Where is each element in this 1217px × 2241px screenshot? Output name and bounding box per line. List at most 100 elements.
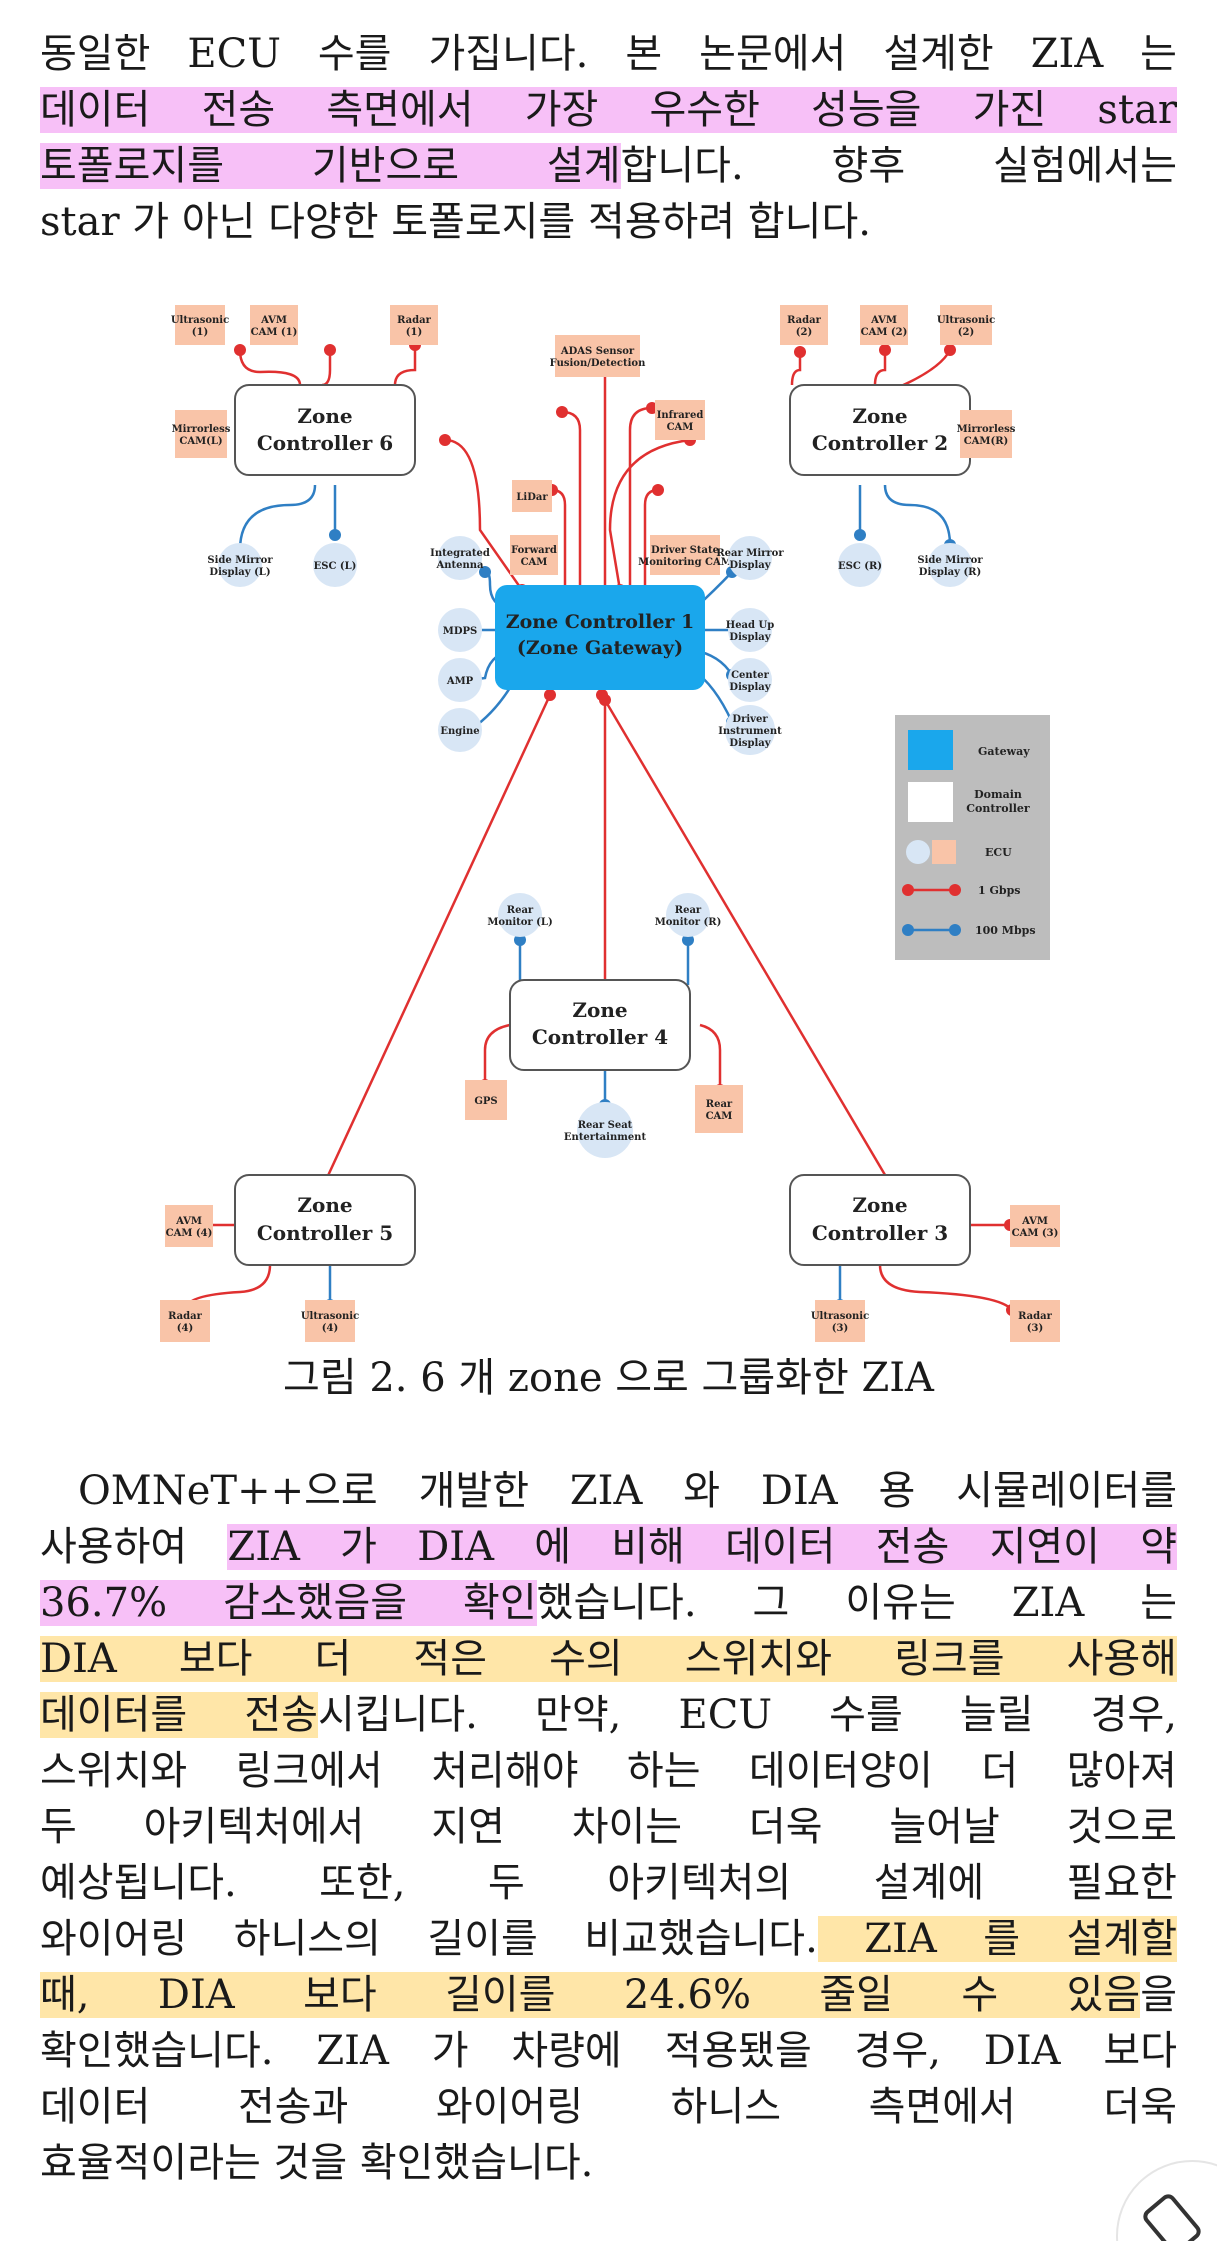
ecu-square <box>555 335 640 377</box>
ecu-label: Mirrorless <box>957 424 1016 435</box>
ecu-label: Infrared <box>657 410 704 421</box>
ecu-label: (2) <box>796 327 812 338</box>
ecu-node-esc-r: ESC (R) <box>838 543 882 587</box>
ecu-label: Display (L) <box>209 567 270 578</box>
ecu-square <box>165 1205 213 1247</box>
zone-controller-3: Zone Controller 3 <box>789 1174 971 1266</box>
ecu-node-ultrasonic4: Ultrasonic(4) <box>301 1300 359 1342</box>
gateway-node: Zone Controller 1 (Zone Gateway) <box>495 585 705 690</box>
legend: Gateway Domain Controller ECU 1 Gbps 100… <box>895 715 1050 960</box>
ecu-label: Display <box>729 560 771 571</box>
ecu-circle <box>438 658 482 702</box>
ecu-node-gps: GPS <box>465 1080 507 1120</box>
text-line-content: OMNeT++으로 개발한 ZIA 와 DIA 용 시뮬레이터를 <box>78 1468 1177 1514</box>
ecu-label: (2) <box>958 327 974 338</box>
text-line: 예상됩니다. 또한, 두 아키텍처의 설계에 필요한 <box>40 1857 1177 1913</box>
legend-gateway-label: Gateway <box>978 745 1030 758</box>
ecu-label: AVM <box>870 315 897 326</box>
text-line: 토폴로지를 기반으로 설계합니다. 향후 실험에서는 <box>40 140 1177 196</box>
ecu-circle <box>728 536 772 580</box>
highlight-yellow: DIA 보다 더 적은 수의 스위치와 링크를 사용해 <box>40 1636 1177 1682</box>
text-line-content: 두 아키텍처에서 지연 차이는 더욱 늘어날 것으로 <box>40 1804 1177 1850</box>
text-line: 효율적이라는 것을 확인했습니다. <box>40 2137 1177 2193</box>
ecu-label: CAM <box>667 422 694 433</box>
ecu-node-engine: Engine <box>438 708 482 752</box>
ecu-label: Driver State <box>651 545 719 556</box>
highlight-yellow: 때, DIA 보다 길이를 24.6% 줄일 수 있음 <box>40 1972 1141 2018</box>
ecu-square <box>655 400 705 440</box>
text-line-content: 스위치와 링크에서 처리해야 하는 데이터양이 더 많아져 <box>40 1748 1177 1794</box>
ecu-square <box>175 410 227 458</box>
ecu-square <box>390 305 438 345</box>
gateway-label-1: Zone Controller 1 <box>506 611 695 633</box>
ecu-node-radar4: Radar(4) <box>160 1300 210 1342</box>
ecu-label: Fusion/Detection <box>550 358 646 369</box>
ecu-label: Radar <box>168 1311 202 1322</box>
ecu-label: ESC (L) <box>314 561 357 572</box>
ecu-label: (3) <box>832 1323 848 1334</box>
legend-ecu-circle <box>906 840 930 864</box>
ecu-label: Rear Seat <box>578 1120 633 1131</box>
text-line: 동일한 ECU 수를 가집니다. 본 논문에서 설계한 ZIA 는 <box>40 28 1177 84</box>
ecu-label: CAM (2) <box>861 327 908 338</box>
zone-controller-4: Zone Controller 4 <box>509 979 691 1071</box>
text-line: 데이터 전송 측면에서 가장 우수한 성능을 가진 star <box>40 84 1177 140</box>
ecu-circle <box>438 708 482 752</box>
ecu-circle <box>313 543 357 587</box>
highlight-pink: 36.7% 감소했음을 확인 <box>40 1580 537 1626</box>
ecu-square <box>160 1300 210 1342</box>
legend-ecu-square <box>932 840 956 864</box>
zone-controller-6: Zone Controller 6 <box>234 384 416 476</box>
ecu-square <box>695 1085 743 1133</box>
ecu-label: Radar <box>397 315 431 326</box>
ecu-label: Forward <box>511 545 557 556</box>
ecu-label: CAM(L) <box>179 436 222 447</box>
zc3-label-2: Controller 3 <box>812 1221 948 1245</box>
zc6-label-2: Controller 6 <box>257 431 393 455</box>
ecu-square <box>1010 1205 1060 1247</box>
ecu-label: Instrument <box>718 726 782 737</box>
legend-mbps-label: 100 Mbps <box>975 924 1036 937</box>
text-line: DIA 보다 더 적은 수의 스위치와 링크를 사용해 <box>40 1633 1177 1689</box>
ecu-circle <box>438 536 482 580</box>
zone-controller-2: Zone Controller 2 <box>789 384 971 476</box>
ecu-label: CAM (4) <box>166 1228 213 1239</box>
text-line: 사용하여 ZIA 가 DIA 에 비해 데이터 전송 지연이 약 <box>40 1521 1178 1577</box>
ecu-label: Radar <box>787 315 821 326</box>
ecu-label: CAM <box>706 1111 733 1122</box>
ecu-label: (3) <box>1027 1323 1043 1334</box>
text-line-content: 와이어링 하니스의 길이를 비교했습니다. <box>40 1916 818 1962</box>
ecu-node-amp: AMP <box>438 658 482 702</box>
highlight-yellow: 데이터를 전송 <box>40 1692 318 1738</box>
ecu-label: AVM <box>260 315 287 326</box>
ecu-label: Rear Mirror <box>716 548 784 559</box>
rotate-screen-icon[interactable] <box>1097 2141 1217 2241</box>
figure-caption: 그림 2. 6 개 zone 으로 그룹화한 ZIA <box>283 1355 934 1401</box>
ecu-square <box>650 535 720 575</box>
highlight-pink: ZIA 가 DIA 에 비해 데이터 전송 지연이 약 <box>227 1524 1178 1570</box>
text-line-content: 사용하여 <box>40 1524 228 1570</box>
ecu-node-ultrasonic3: Ultrasonic(3) <box>811 1300 869 1342</box>
network-links <box>179 339 1018 1316</box>
ecu-label: ADAS Sensor <box>560 346 635 357</box>
ecu-label: Rear <box>675 905 702 916</box>
ecu-square <box>175 305 225 345</box>
ecu-label: AVM <box>175 1216 202 1227</box>
zc4-label-2: Controller 4 <box>532 1025 668 1049</box>
text-line: 스위치와 링크에서 처리해야 하는 데이터양이 더 많아져 <box>40 1745 1177 1801</box>
text-line-content: 을 <box>1140 1972 1177 2018</box>
text-line-content: 동일한 ECU 수를 가집니다. 본 논문에서 설계한 ZIA 는 <box>40 31 1177 77</box>
ecu-label: Side Mirror <box>917 555 983 566</box>
ecu-circle <box>838 543 882 587</box>
zc2-label-2: Controller 2 <box>812 431 948 455</box>
